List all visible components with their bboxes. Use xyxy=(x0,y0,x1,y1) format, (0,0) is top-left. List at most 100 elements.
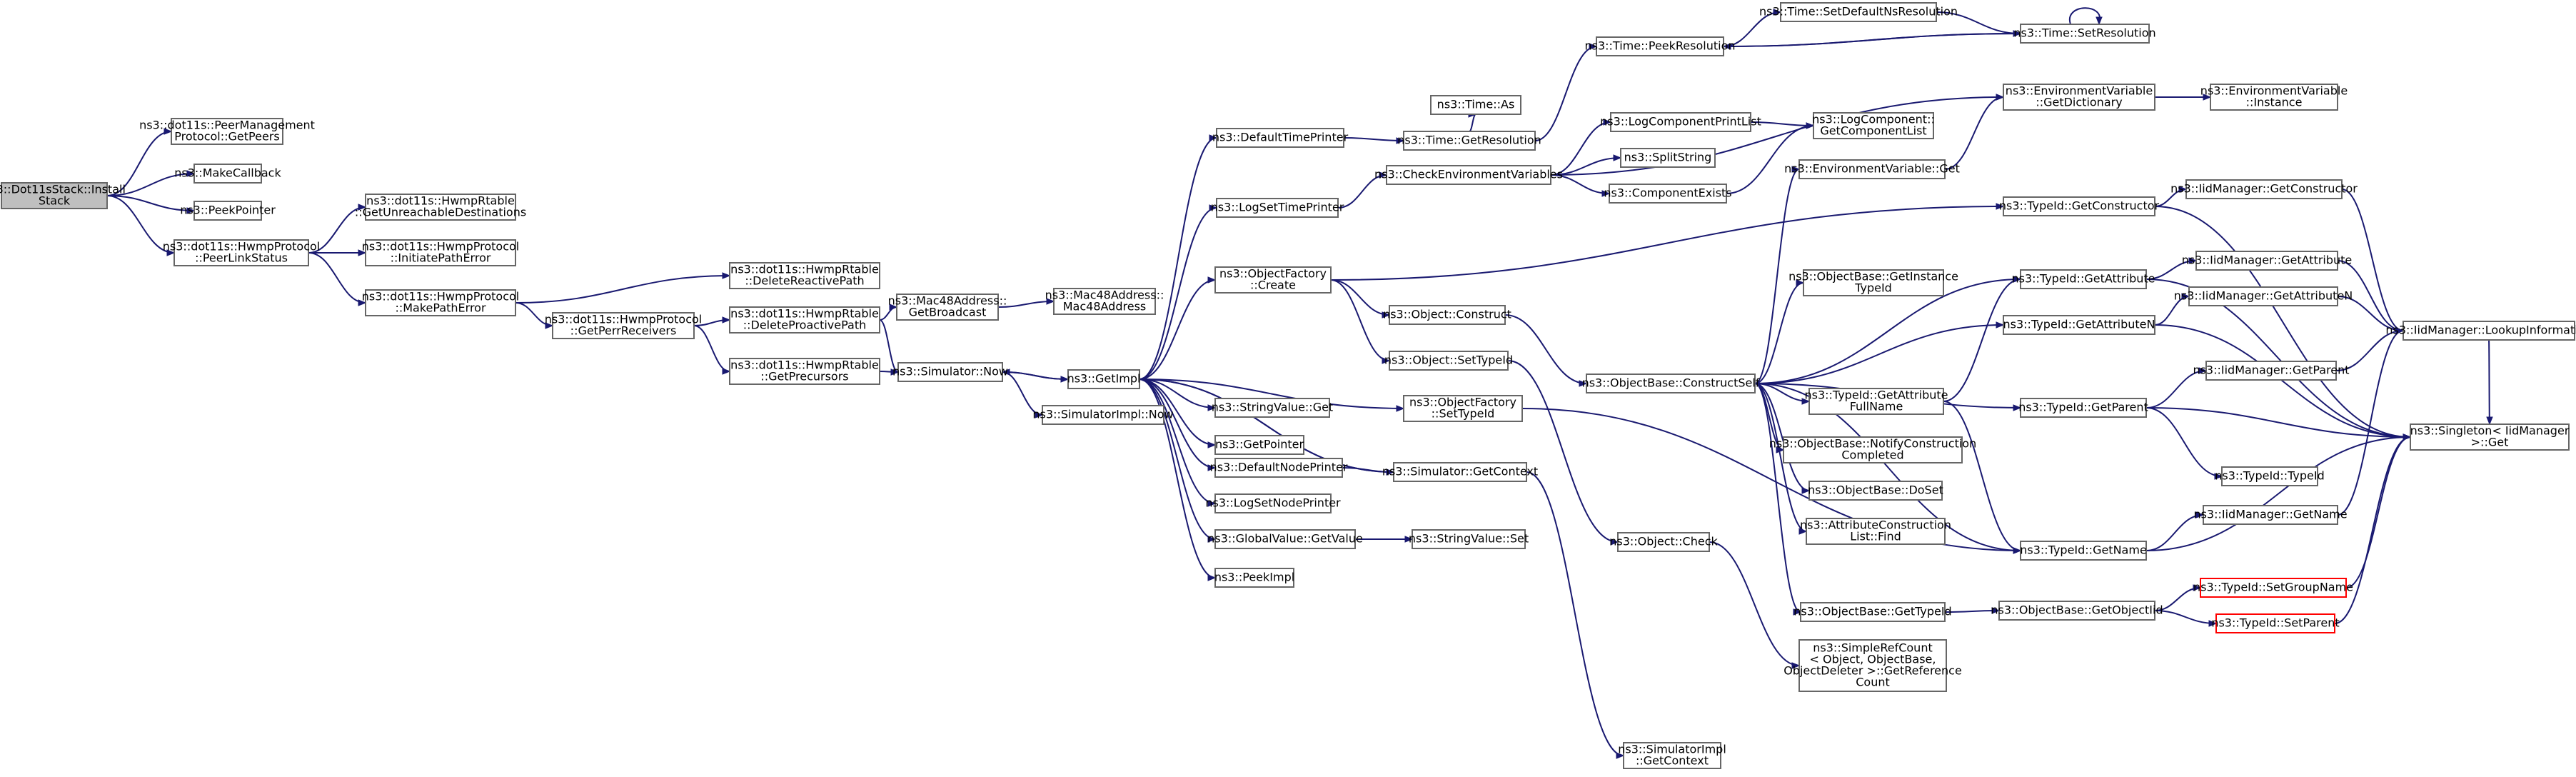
function-node[interactable]: ns3::ObjectBase::ConstructSelf xyxy=(1582,374,1760,393)
function-node[interactable]: ns3::TypeId::SetParent xyxy=(2211,613,2340,633)
function-node[interactable]: ns3::TypeId::TypeId xyxy=(2215,466,2325,486)
call-edge xyxy=(2145,407,2223,477)
function-node[interactable]: ns3::dot11s::HwmpProtocol::MakePathError xyxy=(362,289,519,316)
function-node[interactable]: ns3::StringValue::Get xyxy=(1212,398,1333,418)
node-box xyxy=(1216,128,1344,148)
node-label: ns3::LogComponentPrintList xyxy=(1600,115,1761,129)
function-node[interactable]: ns3::SplitString xyxy=(1620,148,1716,168)
node-box xyxy=(1813,112,1934,139)
function-node[interactable]: ns3::ObjectBase::NotifyConstructionCompl… xyxy=(1769,436,1976,463)
function-node[interactable]: ns3::PeekPointer xyxy=(180,201,276,221)
function-node[interactable]: ns3::SimulatorImpl::Now xyxy=(1032,405,1174,425)
function-node[interactable]: ns3::Simulator::Now xyxy=(892,362,1008,382)
function-node[interactable]: ns3::dot11s::HwmpRtable::DeleteReactiveP… xyxy=(729,262,880,289)
edge-arrowhead xyxy=(889,304,898,311)
call-edge xyxy=(1343,137,1404,141)
function-node[interactable]: ns3::Mac48Address::GetBroadcast xyxy=(888,294,1007,321)
node-box xyxy=(1067,369,1140,389)
function-node[interactable]: ns3::ObjectBase::GetTypeId xyxy=(1793,602,1952,622)
function-node[interactable]: ns3::SimulatorImpl::GetContext xyxy=(1618,742,1726,769)
function-node[interactable]: ns3::ObjectBase::DoSet xyxy=(1808,481,1943,501)
function-node[interactable]: ns3::GetPointer xyxy=(1214,435,1304,455)
node-label: ns3::LogSetTimePrinter xyxy=(1211,201,1344,214)
edge-arrowhead xyxy=(1996,94,2005,101)
node-box xyxy=(1783,436,1963,463)
node-box xyxy=(1617,532,1710,552)
function-node[interactable]: ns3::GetImpl xyxy=(1067,369,1141,389)
call-edge xyxy=(1754,282,1804,384)
edges-layer xyxy=(106,7,2493,759)
function-node[interactable]: ns3::dot11s::PeerManagementProtocol::Get… xyxy=(139,118,315,145)
function-node[interactable]: ns3::IidManager::GetAttributeN xyxy=(2174,286,2353,306)
function-node[interactable]: ns3::DefaultTimePrinter xyxy=(1212,128,1349,148)
function-node[interactable]: ns3::TypeId::GetConstructor xyxy=(1999,196,2160,216)
edge-arrowhead xyxy=(2178,186,2188,193)
node-label: ns3::StringValue::Get xyxy=(1212,401,1333,414)
function-node[interactable]: ns3::ObjectFactory::Create xyxy=(1214,266,1332,294)
node-label: ns3::PeekPointer xyxy=(180,204,276,217)
function-node[interactable]: ns3::SimpleRefCount< Object, ObjectBase,… xyxy=(1783,639,1962,692)
function-node[interactable]: ns3::dot11s::HwmpRtable::DeleteProactive… xyxy=(729,306,880,334)
edge-arrowhead xyxy=(1138,376,1147,383)
function-node[interactable]: ns3::dot11s::HwmpRtable::GetPrecursors xyxy=(729,358,880,385)
node-box xyxy=(171,118,283,145)
function-node[interactable]: ns3::TypeId::GetAttribute xyxy=(2011,269,2155,289)
function-node[interactable]: ns3::TypeId::GetAttributeN xyxy=(2003,315,2155,335)
function-node[interactable]: ns3::Time::PeekResolution xyxy=(1584,36,1736,56)
node-label: ns3::Simulator::Now xyxy=(892,365,1008,379)
function-node[interactable]: ns3::StringValue::Set xyxy=(1409,529,1529,549)
function-node[interactable]: ns3::Object::SetTypeId xyxy=(1384,351,1513,371)
function-node[interactable]: ns3::Object::Construct xyxy=(1383,305,1511,325)
call-edge xyxy=(2068,7,2101,25)
function-node[interactable]: ns3::DefaultNodePrinter xyxy=(1210,458,1348,478)
function-node[interactable]: ns3::EnvironmentVariable::GetDictionary xyxy=(2003,84,2155,111)
function-node[interactable]: ns3::LogComponentPrintList xyxy=(1600,112,1761,132)
node-label: ns3::Mac48Address:: xyxy=(888,294,1007,308)
function-node[interactable]: ns3::EnvironmentVariable::Instance xyxy=(2200,84,2348,111)
node-label: ns3::dot11s::HwmpProtocol xyxy=(163,240,320,254)
function-node[interactable]: ns3::LogSetTimePrinter xyxy=(1211,198,1344,218)
function-node[interactable]: ns3::dot11s::HwmpProtocol::PeerLinkStatu… xyxy=(163,239,320,266)
function-node[interactable]: ns3::Mac48Address::Mac48Address xyxy=(1045,288,1164,315)
function-node[interactable]: ns3::Time::GetResolution xyxy=(1397,131,1541,151)
function-node[interactable]: ns3::dot11s::HwmpProtocol::GetPerrReceiv… xyxy=(545,312,702,339)
function-node[interactable]: ns3::IidManager::GetConstructor xyxy=(2170,179,2358,199)
function-node[interactable]: ns3::Singleton< IidManager>::Get xyxy=(2410,423,2570,451)
function-node[interactable]: ns3::MakeCallback xyxy=(174,164,281,184)
node-box xyxy=(2200,578,2347,598)
function-node[interactable]: ns3::Time::SetDefaultNsResolution xyxy=(1759,2,1958,22)
node-label: ::GetPrecursors xyxy=(760,370,848,384)
function-node[interactable]: ns3::IidManager::LookupInformation xyxy=(2385,321,2576,341)
node-label: ns3::IidManager::GetConstructor xyxy=(2170,182,2358,196)
function-node[interactable]: ns3::dot11s::HwmpRtable::GetUnreachableD… xyxy=(355,194,526,221)
node-label: ns3::ObjectFactory xyxy=(1219,267,1327,281)
function-node[interactable]: ns3::Time::As xyxy=(1430,95,1521,115)
function-node[interactable]: ns3::IidManager::GetName xyxy=(2193,505,2348,525)
function-node[interactable]: ns3::dot11s::HwmpProtocol::InitiatePathE… xyxy=(362,239,519,266)
function-node[interactable]: ns3::PeekImpl xyxy=(1214,568,1294,588)
function-node[interactable]: ns3::Simulator::GetContext xyxy=(1382,462,1538,482)
function-node[interactable]: ns3::LogComponent::GetComponentList xyxy=(1812,112,1935,139)
function-node[interactable]: ns3::Object::Check xyxy=(1609,532,1719,552)
function-node[interactable]: ns3::IidManager::GetAttribute xyxy=(2182,251,2353,271)
function-node[interactable]: ns3::TypeId::SetGroupName xyxy=(2193,578,2353,598)
call-edge xyxy=(1330,206,2004,281)
function-node[interactable]: ns3::ObjectFactory::SetTypeId xyxy=(1403,395,1523,422)
function-node[interactable]: ns3::CheckEnvironmentVariables xyxy=(1374,165,1563,185)
function-node[interactable]: ns3::Time::SetResolution xyxy=(2013,24,2156,44)
call-edge xyxy=(2334,436,2411,624)
function-node[interactable]: ns3::LogSetNodePrinter xyxy=(1205,493,1341,513)
function-node[interactable]: ns3::ObjectBase::GetObjectIid xyxy=(1991,601,2163,621)
node-label: ns3::TypeId::GetParent xyxy=(2018,401,2148,414)
function-node[interactable]: ns3::TypeId::GetParent xyxy=(2018,398,2148,418)
call-edge xyxy=(1550,121,1611,176)
function-node[interactable]: ns3::ComponentExists xyxy=(1604,184,1732,204)
function-node[interactable]: ns3::TypeId::GetName xyxy=(2020,541,2147,561)
function-node[interactable]: ns3::EnvironmentVariable::Get xyxy=(1784,159,1960,179)
function-node[interactable]: ns3::GlobalValue::GetValue xyxy=(1207,529,1363,549)
function-node[interactable]: ns3::IidManager::GetParent xyxy=(2193,361,2350,381)
